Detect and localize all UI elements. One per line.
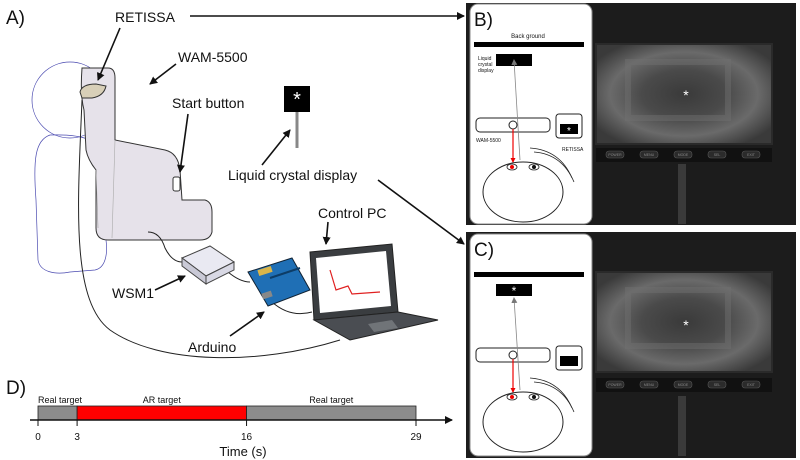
photo-button-label-2: MODE: [678, 153, 689, 157]
photo-button-3: [707, 380, 727, 389]
photo-button-3: [707, 150, 727, 159]
arrow-retissa: [97, 27, 121, 81]
timeline-tick-label-3: 29: [410, 432, 422, 443]
panel-b-photo-star: *: [683, 87, 689, 103]
label-retissa: RETISSA: [115, 9, 176, 25]
photo-button-1: [639, 150, 659, 159]
panel-b-letter: B): [474, 10, 493, 31]
timeline-segment-label-1: AR target: [143, 395, 182, 405]
arrow-start-button: [176, 113, 189, 173]
timeline-segment-1: [76, 405, 247, 421]
panel-c-photo-buttons: POWER MENU MODE SEL EXIT: [605, 380, 761, 389]
photo-button-4: [741, 380, 761, 389]
arrow-control-pc: [322, 221, 331, 245]
panel-b-lcd-label-1: Liquid: [478, 56, 492, 62]
photo-button-0: [605, 380, 625, 389]
panel-b-retissa-star: *: [567, 126, 571, 137]
panel-b-photo-buttons: POWER MENU MODE SEL EXIT: [605, 150, 761, 159]
timeline-axis-label: Time (s): [219, 444, 266, 459]
photo-button-2: [673, 150, 693, 159]
photo-button-label-4: EXIT: [747, 383, 756, 387]
panel-a: A) RETISSA WAM-5500 Start button Liquid …: [6, 8, 465, 359]
timeline: Real target AR target Real target 0 3 16 29: [35, 395, 422, 443]
panel-b-retissa-label: RETISSA: [562, 147, 584, 153]
photo-button-label-4: EXIT: [747, 153, 756, 157]
panel-c-head: [482, 391, 564, 453]
photo-button-label-3: SEL: [714, 153, 721, 157]
label-control-pc: Control PC: [318, 205, 386, 221]
cables: [78, 99, 341, 359]
wsm1-box: [181, 245, 235, 285]
arduino-board: [247, 257, 311, 307]
panel-c-background-bar: [474, 272, 584, 277]
lcd-device: *: [284, 86, 310, 148]
photo-button-4: [741, 150, 761, 159]
panel-b-background-label: Back ground: [511, 34, 545, 40]
panel-b-background-bar: [474, 42, 584, 47]
panel-b: * POWER MENU MODE SEL EXIT B) Back ground Li…: [466, 3, 796, 225]
lcd-star: *: [293, 89, 301, 111]
panel-b-lcd-label-3: display: [478, 68, 494, 74]
panel-d-letter: D): [6, 378, 26, 399]
photo-button-label-3: SEL: [714, 383, 721, 387]
arrow-arduino: [229, 311, 265, 337]
arrow-wsm1: [154, 275, 186, 291]
laptop: [309, 243, 439, 341]
timeline-tick-label-2: 16: [241, 432, 253, 443]
timeline-tick-label-1: 3: [74, 432, 80, 443]
photo-button-0: [605, 150, 625, 159]
photo-button-label-1: MENU: [644, 153, 655, 157]
photo-button-2: [673, 380, 693, 389]
arrow-wam: [149, 63, 177, 85]
label-wsm1: WSM1: [112, 285, 154, 301]
arrow-lcd: [261, 129, 291, 166]
photo-button-label-1: MENU: [644, 383, 655, 387]
panel-b-wam-label: WAM-5500: [476, 138, 501, 144]
panel-c-lcd-rect: [496, 284, 532, 296]
panel-b-lcd-photo: [595, 43, 773, 145]
photo-button-label-2: MODE: [678, 383, 689, 387]
panel-d: D) Real target AR target Real target 0 3 16 29…: [6, 378, 453, 459]
panel-b-lcd-label-2: crystal: [478, 62, 492, 68]
timeline-segment-2: [246, 405, 417, 421]
panel-c: * POWER MENU MODE SEL EXIT C) *: [466, 232, 796, 458]
panel-c-photo-star: *: [683, 317, 689, 333]
timeline-segment-0: [37, 405, 78, 421]
label-lcd: Liquid crystal display: [228, 167, 357, 183]
photo-button-label-0: POWER: [608, 383, 622, 387]
label-start-button: Start button: [172, 95, 244, 111]
timeline-segment-label-0: Real target: [38, 395, 83, 405]
panel-b-head: [482, 161, 564, 223]
timeline-segment-label-2: Real target: [309, 395, 354, 405]
panel-c-lcd-photo: [595, 271, 773, 373]
photo-button-1: [639, 380, 659, 389]
label-arduino: Arduino: [188, 339, 236, 355]
panel-a-letter: A): [6, 8, 25, 29]
start-button-shape: [172, 176, 181, 192]
photo-button-label-0: POWER: [608, 153, 622, 157]
timeline-tick-label-0: 0: [35, 432, 41, 443]
panel-c-lcd-star: *: [512, 284, 517, 298]
wam-5500-device: [79, 67, 213, 241]
arrow-to-panel-c: [377, 179, 465, 245]
label-wam-5500: WAM-5500: [178, 49, 248, 65]
panel-c-letter: C): [474, 240, 494, 261]
